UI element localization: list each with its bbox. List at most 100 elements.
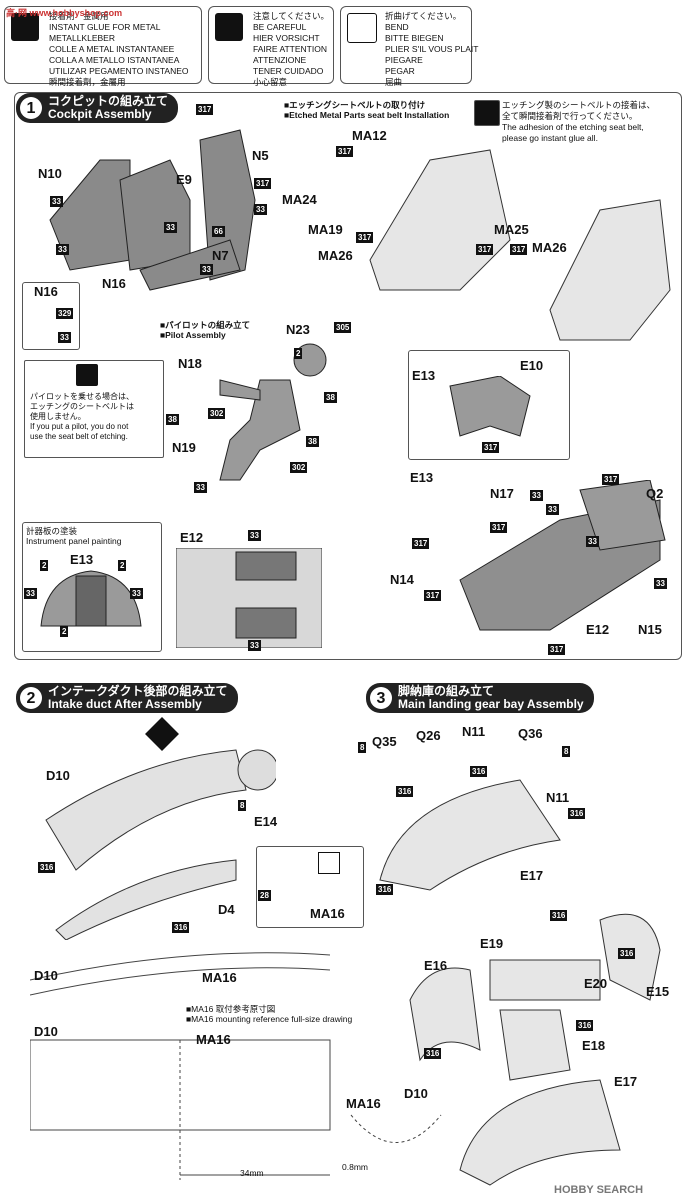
paint-317-j: 317 bbox=[602, 474, 620, 485]
part-label-n5: N5 bbox=[252, 148, 269, 163]
ma16-subtitle: ■MA16 取付参考原寸図 ■MA16 mounting reference f… bbox=[186, 1004, 353, 1024]
legend-bend: 折曲げてください。 BEND BITTE BIEGEN PLIER S'IL V… bbox=[340, 6, 478, 87]
part-label-ma24: MA24 bbox=[282, 192, 317, 207]
paint-316-b: 316 bbox=[172, 922, 190, 933]
paint-302-b: 302 bbox=[290, 462, 308, 473]
dimension-thickness: 0.8mm bbox=[342, 1162, 368, 1172]
part-label-n19: N19 bbox=[172, 440, 196, 455]
watermark-right: HOBBY SEARCH bbox=[554, 1184, 644, 1196]
paint-33-i: 33 bbox=[546, 504, 559, 515]
paint-33-h: 33 bbox=[530, 490, 543, 501]
part-label-q26: Q26 bbox=[416, 728, 441, 743]
part-label-e15: E15 bbox=[646, 984, 670, 999]
part-label-q36: Q36 bbox=[518, 726, 543, 741]
paint-317-b: 317 bbox=[254, 178, 272, 189]
paint-66: 66 bbox=[212, 226, 225, 237]
paint-33-l: 33 bbox=[24, 588, 37, 599]
belt-seat-drawing bbox=[369, 149, 511, 291]
paint-317-h: 317 bbox=[412, 538, 430, 549]
part-label-e17-b: E17 bbox=[614, 1074, 638, 1089]
paint-317-d: 317 bbox=[356, 232, 374, 243]
paint-305: 305 bbox=[334, 322, 352, 333]
part-label-n16-b: N16 bbox=[34, 284, 58, 299]
bend-icon bbox=[347, 13, 377, 43]
paint-33-m: 33 bbox=[130, 588, 143, 599]
paint-316-e: 316 bbox=[568, 808, 586, 819]
gear-bay-exploded-drawing bbox=[409, 913, 661, 1186]
section-3-title-en: Main landing gear bay Assembly bbox=[398, 697, 584, 711]
paint-2-b: 2 bbox=[40, 560, 49, 571]
part-label-n18: N18 bbox=[178, 356, 202, 371]
part-label-ma16-d: MA16 bbox=[346, 1096, 381, 1111]
section-3-number: 3 bbox=[370, 687, 392, 709]
paint-33-o: 33 bbox=[248, 640, 261, 651]
paint-316-j: 316 bbox=[424, 1048, 442, 1059]
part-label-ma26-a: MA26 bbox=[318, 248, 353, 263]
paint-8-a: 8 bbox=[238, 800, 247, 811]
e12-floor-drawing bbox=[176, 548, 322, 648]
finished-seat-drawing bbox=[549, 199, 671, 341]
part-label-n17: N17 bbox=[490, 486, 514, 501]
paint-316-i: 316 bbox=[576, 1020, 594, 1031]
section-2-title-ja: インテークダクト後部の組み立て bbox=[48, 684, 228, 698]
ma16-detail-box bbox=[256, 846, 364, 928]
part-label-e10: E10 bbox=[520, 358, 544, 373]
paint-33-b: 33 bbox=[254, 204, 267, 215]
paint-302-a: 302 bbox=[208, 408, 226, 419]
part-label-q35: Q35 bbox=[372, 734, 397, 749]
paint-33-a: 33 bbox=[50, 196, 63, 207]
pilot-subtitle: ■パイロットの組み立て ■Pilot Assembly bbox=[160, 320, 251, 340]
part-label-ma19: MA19 bbox=[308, 222, 343, 237]
part-label-n15: N15 bbox=[638, 622, 662, 637]
belt-note: エッチング製のシートベルトの接着は、 全て瞬間接着剤で行ってください。 The … bbox=[502, 100, 656, 143]
belt-subtitle: ■エッチングシートベルトの取り付け ■Etched Metal Parts se… bbox=[284, 100, 450, 120]
paint-317-c: 317 bbox=[336, 146, 354, 157]
paint-8-c: 8 bbox=[562, 746, 571, 757]
paint-317-i: 317 bbox=[490, 522, 508, 533]
legend-careful-text: 注意してください。 BE CAREFUL HIER VORSICHT FAIRE… bbox=[253, 11, 329, 87]
part-label-ma12: MA12 bbox=[352, 128, 387, 143]
part-label-e19: E19 bbox=[480, 936, 504, 951]
part-label-e17-a: E17 bbox=[520, 868, 544, 883]
legend-careful: 注意してください。 BE CAREFUL HIER VORSICHT FAIRE… bbox=[208, 6, 334, 87]
paint-329: 329 bbox=[56, 308, 74, 319]
paint-2-a: 2 bbox=[294, 348, 303, 359]
part-label-e13-c: E13 bbox=[70, 552, 94, 567]
gear-bay-upper-drawing bbox=[379, 779, 561, 891]
thickness-drawing bbox=[350, 1114, 442, 1143]
careful-icon bbox=[215, 13, 243, 41]
pilot-note: パイロットを乗せる場合は、 エッチングのシートベルトは 使用しません。 If y… bbox=[30, 392, 134, 441]
section-3-title: 3 脚納庫の組み立て Main landing gear bay Assembl… bbox=[366, 683, 594, 713]
part-label-e16: E16 bbox=[424, 958, 448, 973]
part-label-d10-a: D10 bbox=[46, 768, 70, 783]
paint-38-a: 38 bbox=[166, 414, 179, 425]
part-label-e20: E20 bbox=[584, 976, 608, 991]
paint-2-c: 2 bbox=[118, 560, 127, 571]
part-label-d10-c: D10 bbox=[34, 1024, 58, 1039]
part-label-e12-a: E12 bbox=[586, 622, 610, 637]
part-label-n7: N7 bbox=[212, 248, 229, 263]
part-label-n14: N14 bbox=[390, 572, 414, 587]
part-label-e13-b: E13 bbox=[410, 470, 434, 485]
paint-33-j: 33 bbox=[586, 536, 599, 547]
section-1-title-ja: コクピットの組み立て bbox=[48, 94, 169, 108]
instrument-panel-drawing bbox=[40, 570, 142, 627]
paint-317-e: 317 bbox=[476, 244, 494, 255]
bend-icon-small bbox=[318, 852, 340, 874]
part-label-e13-a: E13 bbox=[412, 368, 436, 383]
section-1-number: 1 bbox=[20, 97, 42, 119]
cockpit-tub-drawing bbox=[459, 480, 666, 631]
paint-33-g: 33 bbox=[194, 482, 207, 493]
section-2-title: 2 インテークダクト後部の組み立て Intake duct After Asse… bbox=[16, 683, 238, 713]
paint-316-g: 316 bbox=[550, 910, 568, 921]
part-label-d4: D4 bbox=[218, 902, 235, 917]
paint-38-c: 38 bbox=[306, 436, 319, 447]
part-label-d10-b: D10 bbox=[34, 968, 58, 983]
section-2-number: 2 bbox=[20, 687, 42, 709]
part-label-ma25: MA25 bbox=[494, 222, 529, 237]
paint-33-f: 33 bbox=[58, 332, 71, 343]
part-label-n16-a: N16 bbox=[102, 276, 126, 291]
paint-33-c: 33 bbox=[164, 222, 177, 233]
legend-bend-text: 折曲げてください。 BEND BITTE BIEGEN PLIER S'IL V… bbox=[385, 11, 479, 87]
part-label-n11-b: N11 bbox=[546, 790, 570, 805]
